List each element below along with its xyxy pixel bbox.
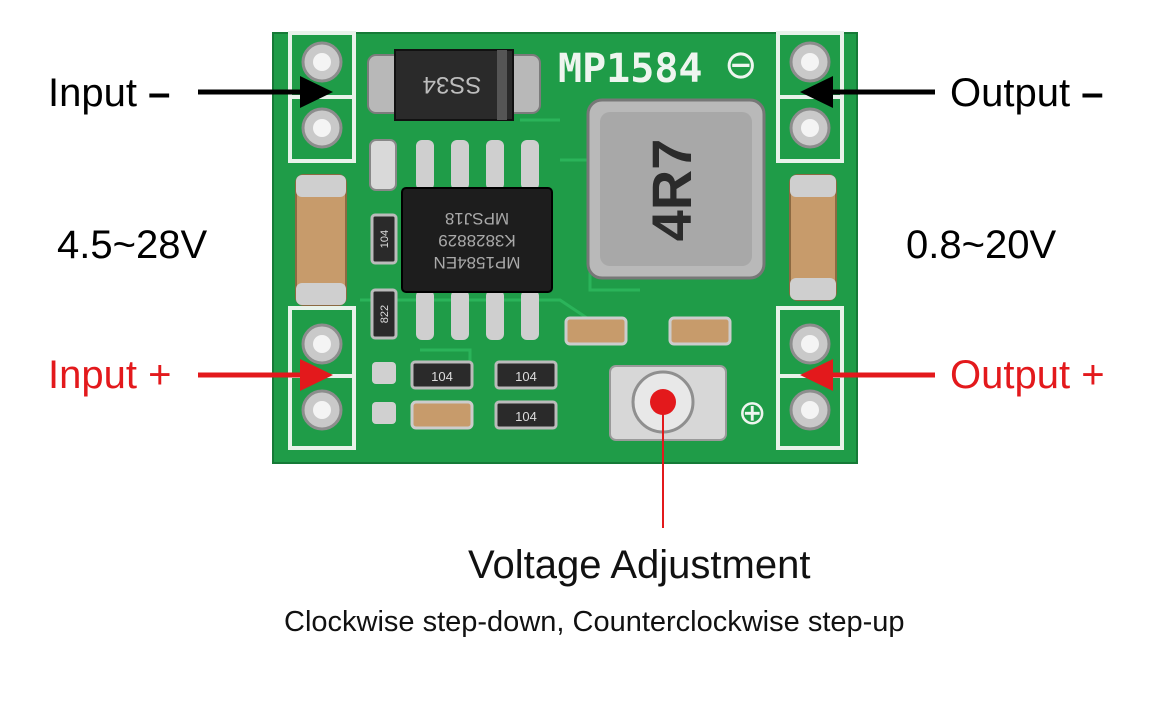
silkscreen-chip-name: MP1584 <box>558 46 703 92</box>
resistor-label-5: 104 <box>515 409 537 424</box>
adjustment-title: Voltage Adjustment <box>468 543 811 587</box>
label-input-minus-text: Input <box>48 71 137 115</box>
chip-line-2: K3828829 <box>438 231 516 250</box>
label-input-plus: Input + <box>48 355 171 395</box>
inductor-4r7: 4R7 <box>586 98 766 280</box>
solder-pads <box>301 41 831 431</box>
pcb-body <box>272 32 858 464</box>
label-input-minus: Input – <box>48 73 170 113</box>
label-input-plus-text: Input <box>48 353 137 397</box>
inductor-label: 4R7 <box>640 139 703 242</box>
input-voltage-range: 4.5~28V <box>57 223 208 267</box>
ic-mp1584en: MP1584EN K3828829 MPSJ18 <box>401 140 553 340</box>
label-output-minus: Output – <box>950 73 1103 113</box>
label-output-minus-sign: – <box>1081 71 1104 115</box>
resistor-label-2: 822 <box>379 305 391 323</box>
input-capacitor <box>295 174 347 306</box>
label-output-plus: Output + <box>950 355 1105 395</box>
chip-line-1: MP1584EN <box>434 253 521 272</box>
label-input-minus-sign: – <box>148 71 171 115</box>
smd-components: 104 822 104 104 104 <box>369 139 732 430</box>
label-output-plus-text: Output <box>950 353 1071 397</box>
label-input-plus-sign: + <box>148 353 172 397</box>
adjustment-subtitle: Clockwise step-down, Counterclockwise st… <box>284 606 905 638</box>
diode-label: SS34 <box>423 71 482 98</box>
resistor-label-1: 104 <box>379 230 391 248</box>
chip-line-3: MPSJ18 <box>445 209 509 228</box>
resistor-label-3: 104 <box>431 369 453 384</box>
label-output-minus-text: Output <box>950 71 1071 115</box>
silkscreen-minus-symbol: ⊖ <box>724 42 758 88</box>
output-voltage-range: 0.8~20V <box>906 223 1057 267</box>
resistor-label-4: 104 <box>515 369 537 384</box>
potentiometer <box>609 365 727 441</box>
label-output-plus-sign: + <box>1081 353 1105 397</box>
diode-ss34: SS34 <box>367 49 541 121</box>
silkscreen-plus-symbol: ⊕ <box>738 393 767 433</box>
output-capacitor <box>789 174 837 301</box>
